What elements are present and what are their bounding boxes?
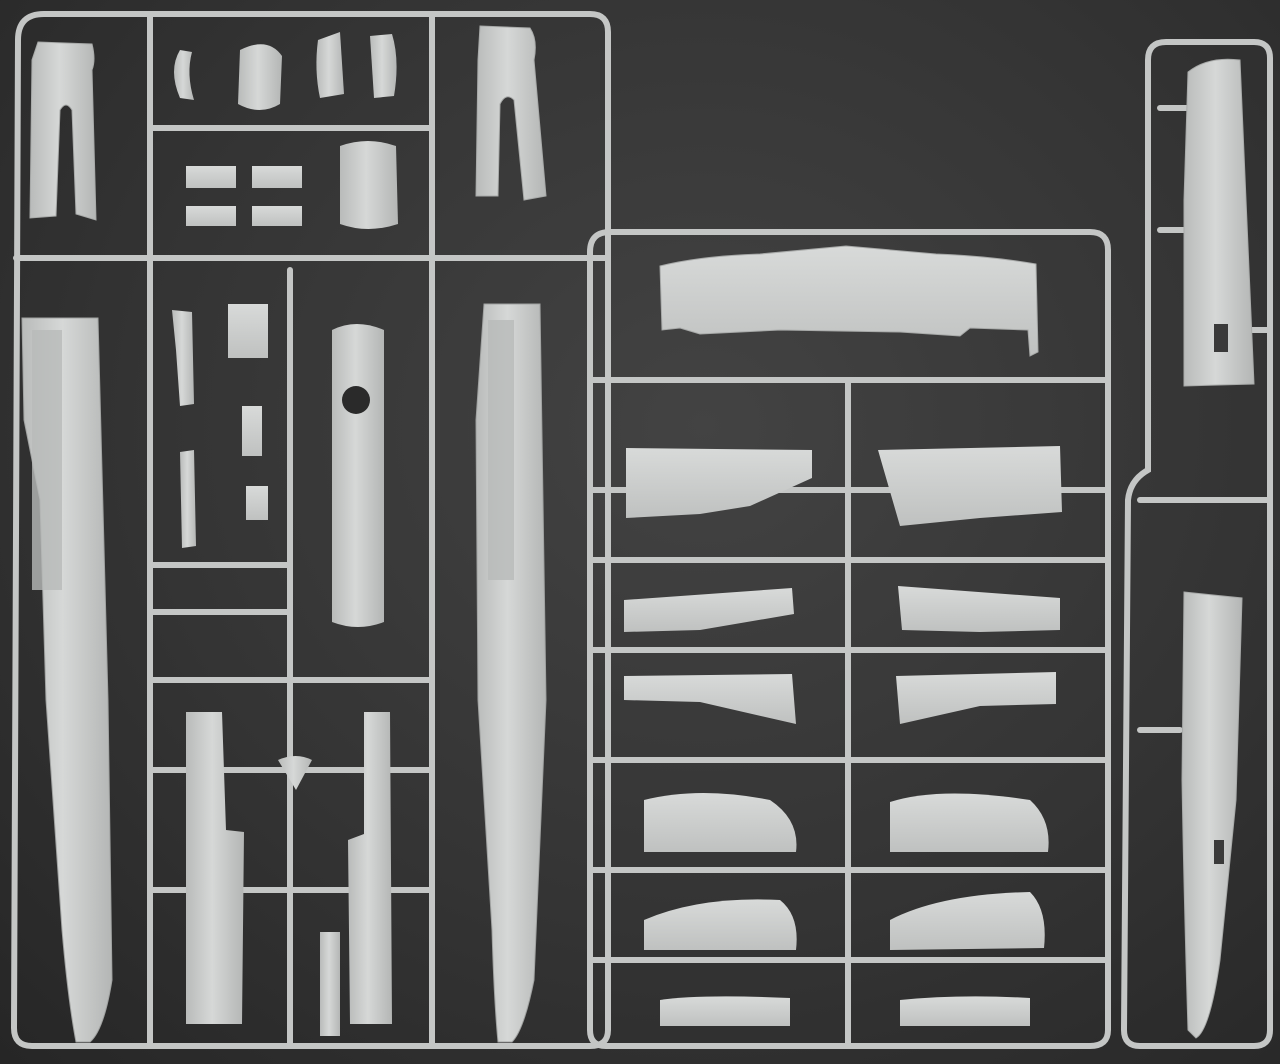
long-spar-left: [186, 712, 244, 1024]
tailplane-right-2: [890, 892, 1045, 950]
center-tube: [332, 324, 384, 627]
panel-part-1: [186, 166, 236, 188]
engine-nacelle-lower: [1181, 591, 1243, 1039]
long-spar-right: [348, 712, 392, 1024]
flap-right-1: [898, 586, 1060, 632]
tailplane-left-1: [644, 793, 797, 852]
strut-part-2: [180, 450, 196, 548]
gear-door-right: [370, 34, 397, 98]
small-curved-part: [174, 50, 194, 100]
strut-part-1: [172, 310, 194, 406]
flap-right-2: [896, 672, 1056, 724]
nacelle-lower-cutout: [1214, 840, 1224, 864]
box-part-3: [246, 486, 268, 520]
yoke-part: [278, 756, 312, 790]
box-part-2: [242, 406, 262, 456]
panel-part-2: [252, 166, 302, 188]
flap-left-2: [624, 674, 796, 724]
wing-panel-upper-right: [878, 446, 1062, 526]
wing-panel-upper-left: [626, 448, 812, 518]
nacelle-part: [340, 141, 398, 229]
box-part-1: [228, 304, 268, 358]
panel-part-3: [186, 206, 236, 226]
wing-center-section: [659, 245, 1039, 357]
nacelle-cutout: [1214, 324, 1228, 352]
nose-cone-part: [238, 44, 282, 111]
engine-nacelle-upper: [1183, 58, 1255, 387]
tailplane-left-2: [644, 899, 797, 950]
cowling-half-left: [29, 41, 97, 221]
flap-left-1: [624, 588, 794, 632]
panel-part-4: [252, 206, 302, 226]
tube-hole: [342, 386, 370, 414]
tailplane-right-1: [890, 793, 1049, 852]
elevator-left: [660, 996, 790, 1026]
fuselage-interior-detail-left: [32, 330, 62, 590]
fuselage-interior-detail-right: [488, 320, 514, 580]
middle-sprue-frame: [587, 229, 1111, 1049]
small-bar-part: [320, 932, 340, 1036]
gear-door-left: [316, 32, 344, 98]
cowling-half-right: [475, 25, 547, 201]
elevator-right: [900, 996, 1030, 1026]
